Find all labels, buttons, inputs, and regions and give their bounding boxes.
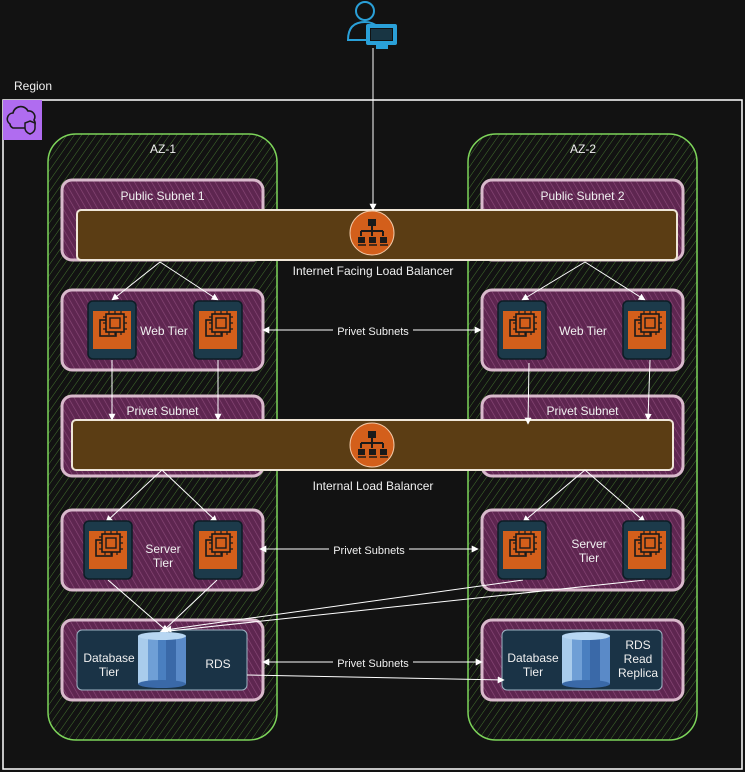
lb-to-web-1b (159, 261, 219, 301)
web-to-privet-2a (524, 362, 532, 425)
rds-label: RDS (205, 657, 231, 671)
privet-subnet-1-label: Privet Subnet (126, 404, 199, 418)
ilb-to-server-1b (161, 469, 218, 523)
ec2-instance-icon (497, 520, 547, 580)
server-to-db-2a (164, 579, 524, 633)
rds-database-icon (138, 632, 186, 688)
rds-database-icon (562, 632, 610, 688)
server-connector-label: Privet Subnets (329, 544, 409, 558)
privet-subnet-2-label: Privet Subnet (546, 404, 619, 418)
server-tier-1-label: Server Tier (145, 542, 181, 570)
region-label: Region (14, 79, 53, 93)
server-to-db-2b (159, 579, 646, 635)
database-tier-2-label: Database Tier (507, 651, 559, 679)
ec2-instance-icon (193, 300, 243, 360)
server-tier-2-label: Server Tier (571, 537, 607, 565)
web-tier-1-label: Web Tier (140, 324, 188, 338)
server-to-db-1b (161, 579, 218, 633)
internal-lb-label: Internal Load Balancer (312, 479, 434, 493)
load-balancer-icon (349, 210, 395, 256)
ec2-instance-icon (87, 300, 137, 360)
region-cloud-icon (3, 100, 42, 140)
db-connector-label: Privet Subnets (333, 657, 413, 671)
ec2-instance-icon (622, 300, 672, 360)
web-to-privet-2b (644, 359, 652, 421)
lb-to-web-2a (521, 261, 586, 301)
public-subnet-1-label: Public Subnet 1 (120, 189, 205, 203)
load-balancer-icon (349, 422, 395, 468)
ilb-to-server-2a (522, 469, 586, 523)
ec2-instance-icon (83, 520, 133, 580)
database-tier-1-label: Database Tier (83, 651, 135, 679)
ilb-to-server-1a (105, 469, 163, 523)
rds-replication-arrow (246, 674, 505, 684)
ec2-instance-icon (497, 300, 547, 360)
web-connector-label: Privet Subnets (333, 325, 413, 339)
server-to-db-1a (107, 579, 169, 633)
web-tier-2-label: Web Tier (559, 324, 607, 338)
user-icon (346, 1, 397, 49)
lb-to-web-2b (584, 261, 646, 301)
ilb-to-server-2b (584, 469, 646, 523)
az-2-label: AZ-2 (569, 142, 596, 156)
ec2-instance-icon (193, 520, 243, 580)
rds-read-replica-label: RDS Read Replica (617, 638, 659, 680)
internet-lb-label: Internet Facing Load Balancer (292, 264, 454, 278)
public-subnet-2-label: Public Subnet 2 (540, 189, 625, 203)
lb-to-web-1a (111, 261, 161, 301)
ec2-instance-icon (622, 520, 672, 580)
az-1-label: AZ-1 (149, 142, 176, 156)
